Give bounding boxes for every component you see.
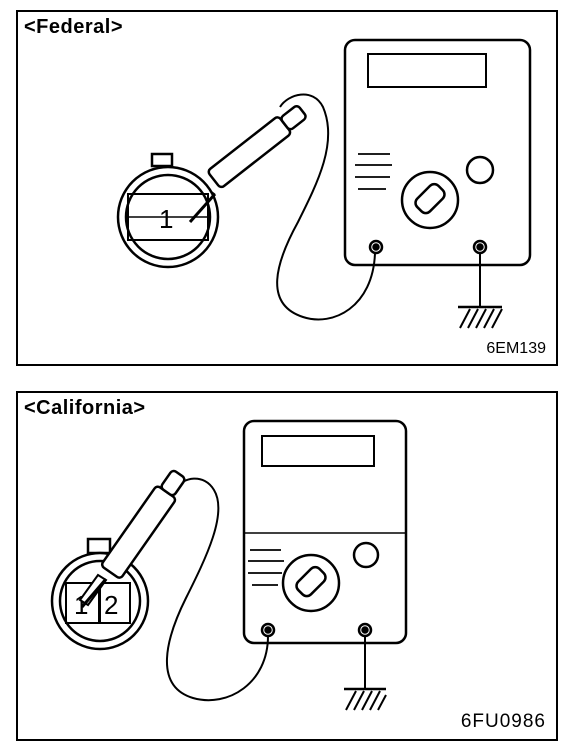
multimeter-icon xyxy=(242,419,408,645)
figure-code-california: 6FU0986 xyxy=(460,711,546,732)
connector-terminal-label: 1 xyxy=(159,204,173,234)
ground-icon xyxy=(344,636,387,711)
california-panel: <California> xyxy=(16,391,558,741)
connector-icon xyxy=(50,537,150,651)
panel-title-california: <California> xyxy=(24,397,146,419)
ground-icon xyxy=(458,253,503,329)
figure-code-federal: 6EM139 xyxy=(486,340,546,357)
connector-terminal-label-2: 2 xyxy=(104,590,118,620)
multimeter-icon xyxy=(343,38,532,267)
connector-icon xyxy=(116,152,220,269)
federal-panel: <Federal> xyxy=(16,10,558,366)
test-lead-wire xyxy=(166,477,269,702)
panel-title-federal: <Federal> xyxy=(24,16,124,38)
probe-icon xyxy=(78,469,186,608)
test-lead-wire xyxy=(276,93,376,321)
california-diagram: 1 2 xyxy=(50,419,408,711)
federal-diagram: 1 xyxy=(116,38,532,329)
